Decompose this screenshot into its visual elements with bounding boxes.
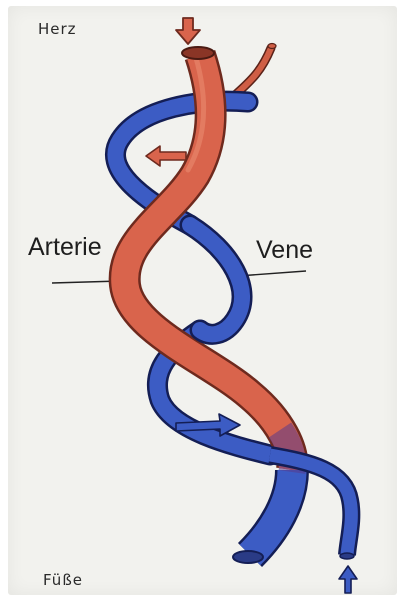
- arrow-left-icon: [146, 146, 186, 166]
- artery-branch: [235, 44, 276, 96]
- vein-label: Vene: [256, 236, 313, 265]
- arrow-up-icon: [339, 566, 357, 593]
- arrow-down-icon: [176, 18, 200, 44]
- artery-label: Arterie: [28, 233, 102, 262]
- heart-label: Herz: [38, 20, 77, 38]
- feet-label: Füße: [43, 571, 83, 589]
